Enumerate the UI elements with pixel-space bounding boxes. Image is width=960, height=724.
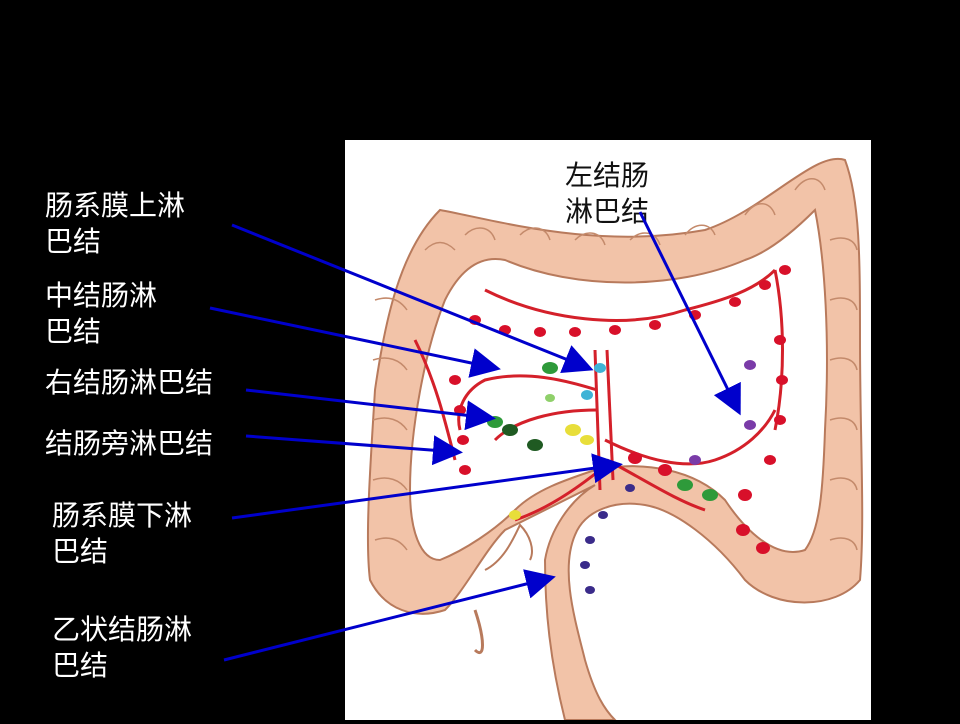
lymph-nodes-cyan (581, 363, 606, 400)
label-right-colic-nodes: 右结肠淋巴结 (45, 366, 214, 399)
label-sigmoid-colon-nodes: 乙状结肠淋 巴结 (52, 613, 193, 682)
lymph-nodes-purple (689, 360, 756, 465)
label-inferior-mesenteric-nodes: 肠系膜下淋 巴结 (52, 499, 193, 568)
label-middle-colic-nodes: 中结肠淋 巴结 (45, 279, 158, 348)
label-paracolic-nodes: 结肠旁淋巴结 (45, 427, 214, 460)
label-left-colic-nodes: 左结肠 淋巴结 (565, 159, 650, 228)
label-superior-mesenteric-nodes: 肠系膜上淋 巴结 (45, 189, 186, 258)
